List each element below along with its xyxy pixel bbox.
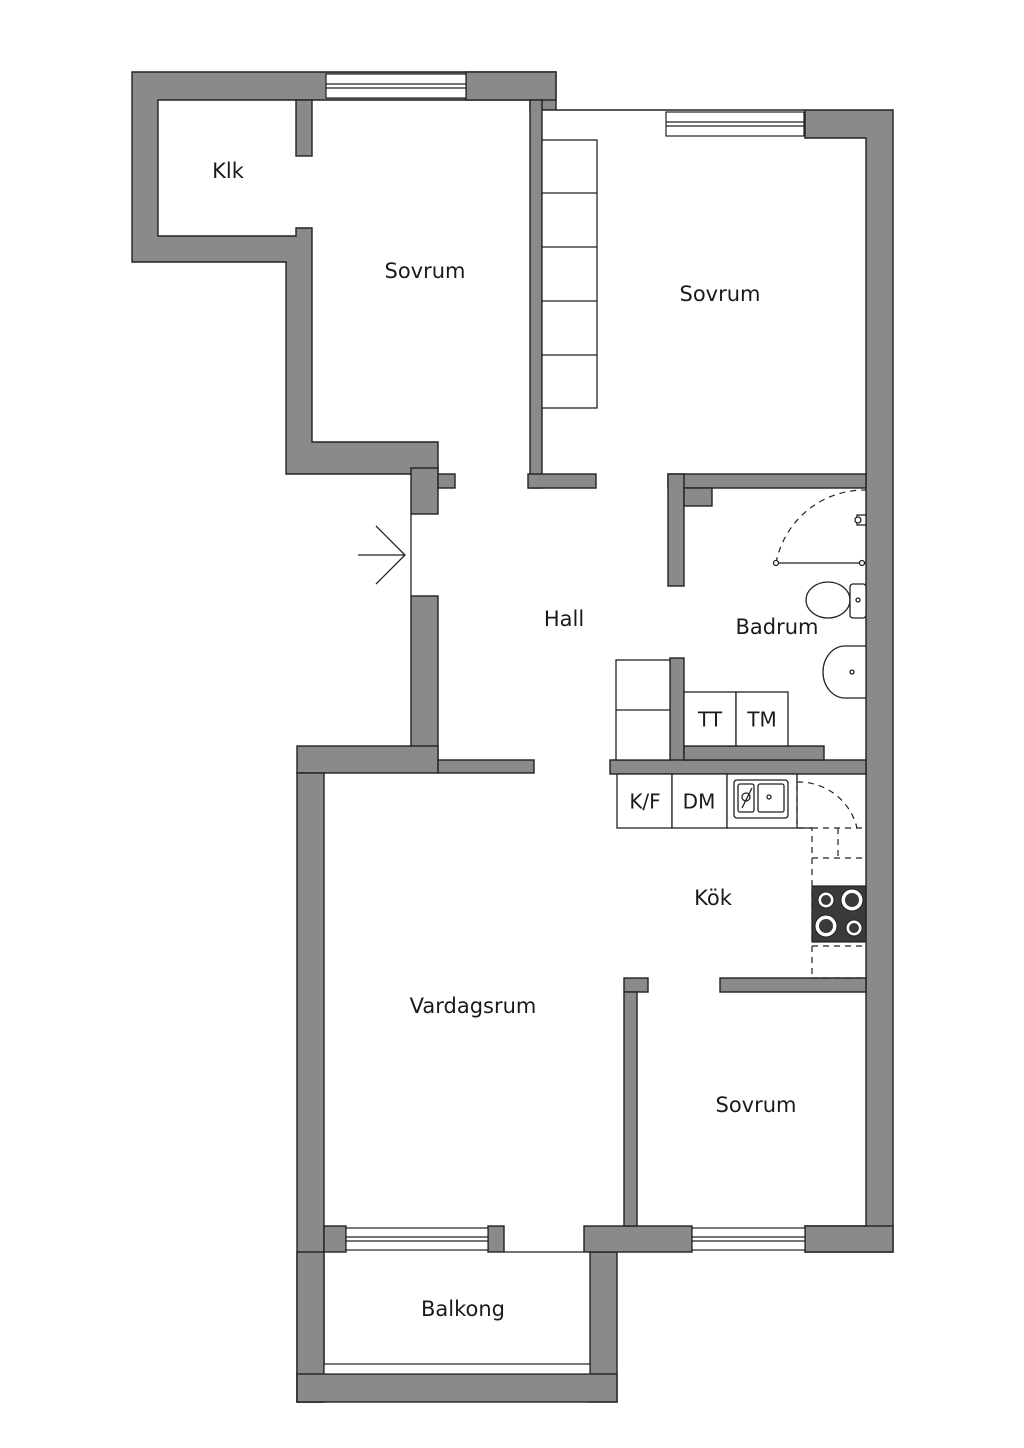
room-label-klk: Klk <box>212 159 245 183</box>
entry-door <box>358 514 412 596</box>
bathroom-fixtures <box>683 489 867 747</box>
room-label-sovrum-bottom: Sovrum <box>715 1093 796 1117</box>
wardrobe <box>541 139 598 409</box>
appliance-label-dm: DM <box>683 790 716 814</box>
room-label-kok: Kök <box>694 886 733 910</box>
appliance-label-kf: K/F <box>629 790 660 814</box>
appliance-label-tt: TT <box>697 708 723 732</box>
exterior-walls <box>131 71 894 1403</box>
room-label-sovrum-top-left: Sovrum <box>384 259 465 283</box>
room-label-sovrum-top-right: Sovrum <box>679 282 760 306</box>
room-label-badrum: Badrum <box>735 615 818 639</box>
room-label-balkong: Balkong <box>421 1297 505 1321</box>
interior-walls <box>295 99 867 1227</box>
room-label-vardagsrum: Vardagsrum <box>410 994 537 1018</box>
kitchen-fixtures <box>616 773 867 979</box>
appliance-label-tm: TM <box>746 708 776 732</box>
windows <box>323 73 806 1375</box>
hall-cabinets <box>615 659 671 761</box>
room-label-hall: Hall <box>544 607 584 631</box>
